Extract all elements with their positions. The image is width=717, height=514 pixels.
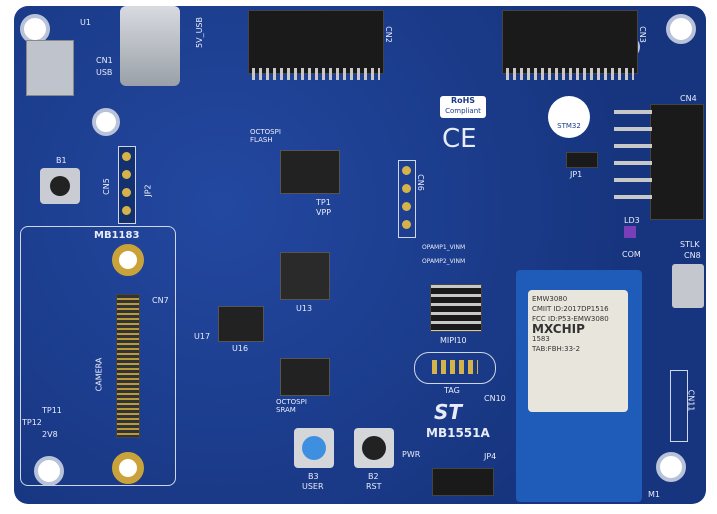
u17-label: U17: [194, 332, 211, 341]
cn11-pads: [670, 370, 688, 442]
b1-button[interactable]: [40, 168, 80, 204]
jp2-label: JP2: [143, 184, 153, 197]
stm32-text: STM32: [557, 122, 581, 130]
camera-mount-hole: [112, 452, 144, 484]
camera-label: CAMERA: [94, 357, 104, 392]
cn6-label: CN6: [415, 174, 425, 191]
octospi-flash-chip: [280, 150, 340, 194]
opamp2-label: OPAMP2_VINM: [422, 258, 466, 265]
u1-label: U1: [80, 18, 91, 27]
cn4-pins: [614, 110, 652, 212]
user-label: USER: [302, 482, 324, 491]
module-line: FCC ID:P53-EMW3080: [532, 315, 609, 323]
5v-usb-label: 5V_USB: [194, 17, 204, 48]
st-logo: ST: [434, 400, 463, 424]
wifi-module-shield: EMW3080 CMIIT ID:2017DP1516 FCC ID:P53-E…: [528, 290, 628, 412]
module-line: 1583: [532, 335, 550, 343]
micro-usb-connector[interactable]: [672, 264, 704, 308]
rst-label: RST: [366, 482, 382, 491]
cn10-label: CN10: [484, 394, 506, 403]
tp12-label: TP12: [22, 418, 42, 427]
cn1-label: CN1: [96, 56, 113, 65]
b2-label: B2: [368, 472, 379, 481]
cn3-header[interactable]: [502, 10, 638, 74]
octospi-sram-label: OCTOSPI SRAM: [276, 398, 307, 414]
u16-label: U16: [232, 344, 249, 353]
cn6-pads: [398, 160, 416, 238]
b2-reset-button[interactable]: [354, 428, 394, 468]
pwr-label: PWR: [402, 450, 421, 459]
cn4-header[interactable]: [650, 104, 704, 220]
mounting-hole: [34, 456, 64, 486]
vpp-label: VPP: [316, 208, 332, 217]
cn7-label: CN7: [152, 296, 169, 305]
module-model: EMW3080: [532, 295, 568, 303]
mounting-hole: [666, 14, 696, 44]
jp4-label: JP4: [484, 452, 497, 461]
mounting-hole: [656, 452, 686, 482]
u13-chip: [280, 252, 330, 300]
tag-connector[interactable]: [414, 352, 496, 384]
u16-chip: [218, 306, 264, 342]
ld3-label: LD3: [624, 216, 640, 225]
module-brand: MXCHIP: [532, 322, 585, 336]
mounting-hole: [92, 108, 120, 136]
mipi10-label: MIPI10: [440, 336, 467, 345]
b1-label: B1: [56, 156, 67, 165]
cn4-label: CN4: [680, 94, 697, 103]
module-line: CMIIT ID:2017DP1516: [532, 305, 609, 313]
usb-c-connector[interactable]: [120, 6, 180, 86]
rohs-logo: RoHS Compliant: [440, 96, 486, 118]
cn2-pins: [252, 68, 380, 80]
cn7-camera-connector[interactable]: [116, 294, 140, 438]
tp11-label: TP11: [42, 406, 62, 415]
cn3-pins: [506, 68, 634, 80]
jp1-jumper[interactable]: [566, 152, 598, 168]
mb1183-label: MB1183: [94, 230, 140, 241]
rohs-text: RoHS: [450, 96, 476, 105]
u13-label: U13: [296, 304, 313, 313]
cn5-pads: [118, 146, 136, 224]
tag-label: TAG: [444, 386, 460, 395]
octospi-flash-label: OCTOSPI FLASH: [250, 128, 281, 144]
mipi10-connector[interactable]: [430, 284, 482, 332]
camera-mount-hole: [112, 244, 144, 276]
cn2-header[interactable]: [248, 10, 384, 74]
octospi-sram-chip: [280, 358, 330, 396]
jp1-label: JP1: [570, 170, 583, 179]
ld3-led: [624, 226, 636, 238]
tag-pads: [432, 360, 478, 374]
2v8-label: 2V8: [42, 430, 58, 439]
com-label: COM: [622, 250, 641, 259]
opamp1-label: OPAMP1_VINM: [422, 244, 466, 251]
b3-label: B3: [308, 472, 319, 481]
stm32-logo: STM32: [548, 96, 590, 138]
tp1-label: TP1: [316, 198, 331, 207]
jp4-jumper[interactable]: [432, 468, 494, 496]
m1-label: M1: [648, 490, 660, 499]
cn8-label: CN8: [684, 251, 701, 260]
cn2-label: CN2: [383, 26, 393, 43]
ce-mark: CE: [442, 124, 477, 154]
cn3-label: CN3: [637, 26, 647, 43]
cn11-label: CN11: [686, 389, 696, 412]
b3-user-button[interactable]: [294, 428, 334, 468]
stlk-label: STLK: [680, 240, 700, 249]
mb1551a-label: MB1551A: [426, 426, 490, 440]
rohs-subtext: Compliant: [445, 107, 481, 115]
camera-module-outline: [20, 226, 176, 486]
u1-connector: [26, 40, 74, 96]
module-line: TAB:FBH:33-2: [532, 345, 581, 353]
cn5-label: CN5: [101, 178, 111, 195]
usb-label: USB: [96, 68, 113, 77]
